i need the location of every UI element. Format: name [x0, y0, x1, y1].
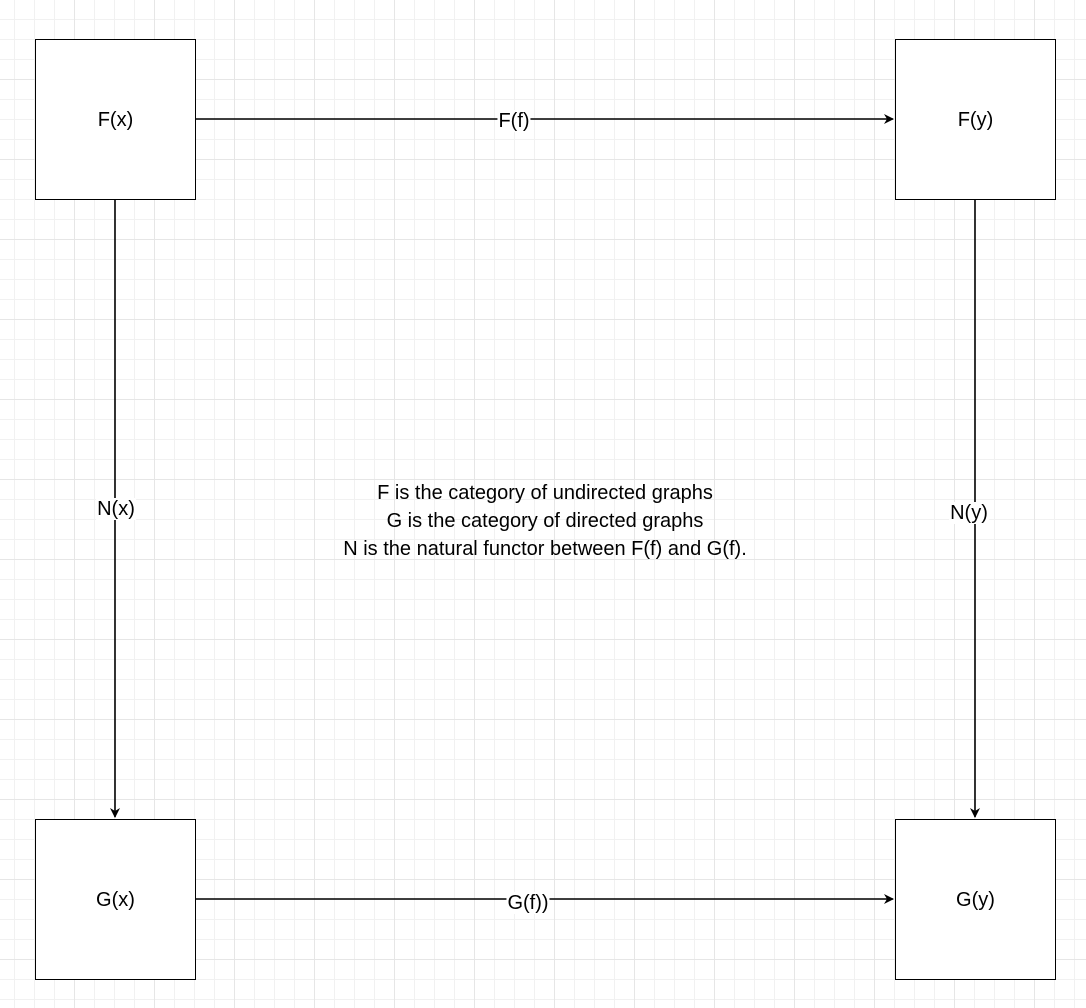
node-gx-label: G(x) [96, 888, 135, 911]
edge-ny-label: N(y) [949, 502, 989, 524]
note-line-g: G is the category of directed graphs [386, 510, 704, 532]
edge-nx-label: N(x) [96, 498, 136, 520]
node-gx[interactable]: G(x) [35, 819, 196, 980]
note-line-n: N is the natural functor between F(f) an… [343, 538, 747, 560]
node-fx-label: F(x) [97, 108, 134, 131]
edge-ff-label: F(f) [497, 110, 531, 132]
edge-gf-label: G(f)) [506, 892, 550, 914]
node-fy[interactable]: F(y) [895, 39, 1056, 200]
node-gy-label: G(y) [956, 888, 995, 911]
node-gy[interactable]: G(y) [895, 819, 1056, 980]
node-fx[interactable]: F(x) [35, 39, 196, 200]
diagram-note: F is the category of undirected graphs G… [343, 479, 747, 563]
node-fy-label: F(y) [957, 108, 994, 131]
note-line-f: F is the category of undirected graphs [377, 482, 713, 504]
